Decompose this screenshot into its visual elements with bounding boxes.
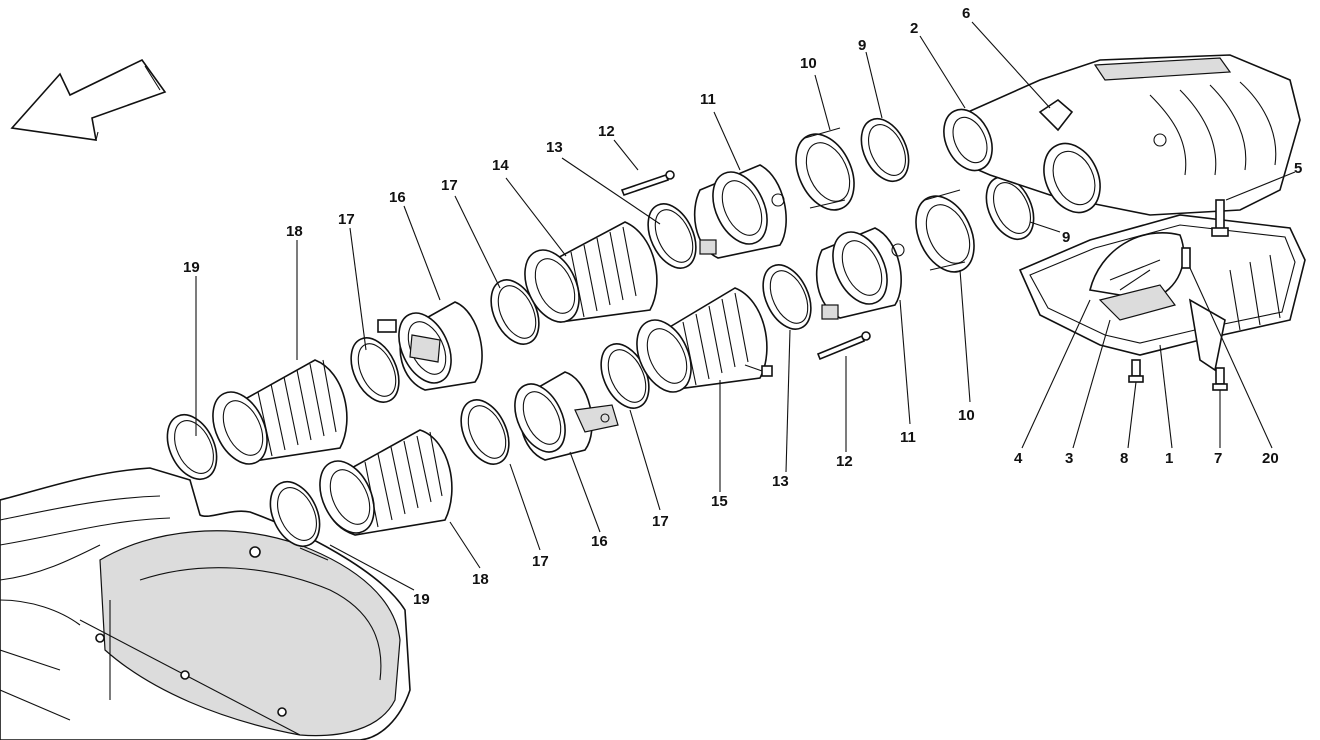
callout-9-lower: 9 <box>1062 229 1070 246</box>
stud-5 <box>1211 199 1229 237</box>
bellows-18-lower <box>319 429 453 536</box>
callout-18-lower: 18 <box>472 571 489 588</box>
screw-7 <box>1212 367 1228 391</box>
clamp-17-lower-left <box>460 399 510 465</box>
callout-4: 4 <box>1014 450 1023 467</box>
callout-10-upper: 10 <box>800 55 817 72</box>
adapter-10-lower <box>915 189 975 273</box>
callout-20: 20 <box>1262 450 1279 467</box>
callout-9-upper: 9 <box>858 37 866 54</box>
callout-6: 6 <box>962 5 970 22</box>
clamp-19-upper <box>166 414 218 480</box>
bolt-12-upper <box>620 170 675 197</box>
bellows-15 <box>636 287 773 393</box>
clamp-19-lower <box>269 481 321 547</box>
bolt-12-lower <box>816 331 871 361</box>
clamp-9-upper <box>860 118 910 182</box>
callout-2: 2 <box>910 20 918 37</box>
clamp-13-lower <box>762 264 812 330</box>
clamp-13-upper <box>647 203 697 269</box>
bellows-18-upper <box>212 359 348 465</box>
callout-18-upper: 18 <box>286 223 303 240</box>
callout-12-upper: 12 <box>598 123 615 140</box>
sensor-20 <box>1181 247 1191 269</box>
callout-8: 8 <box>1120 450 1128 467</box>
air-flow-meter-16-lower <box>514 371 619 461</box>
callout-19-lower: 19 <box>413 591 430 608</box>
callout-7: 7 <box>1214 450 1222 467</box>
plenum-assembly <box>1018 214 1306 372</box>
callout-16-lower: 16 <box>591 533 608 550</box>
air-box <box>0 467 411 740</box>
adapter-10-upper <box>795 127 855 211</box>
callout-13-lower: 13 <box>772 473 789 490</box>
screw-8 <box>1128 359 1144 383</box>
callout-19-upper: 19 <box>183 259 200 276</box>
callout-12-lower: 12 <box>836 453 853 470</box>
callout-11-lower: 11 <box>900 429 916 446</box>
callout-3: 3 <box>1065 450 1073 467</box>
callouts: 19 18 17 16 17 14 13 12 11 10 9 2 6 5 9 … <box>183 5 1302 608</box>
callout-16-upper: 16 <box>389 189 406 206</box>
callout-17-upper-left: 17 <box>338 211 355 228</box>
callout-14: 14 <box>492 157 509 174</box>
callout-15: 15 <box>711 493 728 510</box>
arrow-left-down-icon <box>10 58 167 141</box>
callout-5: 5 <box>1294 160 1302 177</box>
leader-lines <box>195 21 1296 591</box>
callout-17-lower-right: 17 <box>652 513 669 530</box>
clamp-17-upper-left <box>350 337 400 403</box>
callout-10-lower: 10 <box>958 407 975 424</box>
callout-17-lower-left: 17 <box>532 553 549 570</box>
throttle-body-11-upper <box>693 164 787 259</box>
throttle-body-11-lower <box>815 227 905 320</box>
callout-13-upper: 13 <box>546 139 563 156</box>
air-flow-meter-16-upper <box>377 301 483 391</box>
clamp-9-lower <box>985 176 1035 240</box>
callout-1: 1 <box>1165 450 1173 467</box>
callout-17-upper-right: 17 <box>441 177 458 194</box>
bellows-14 <box>524 221 658 323</box>
callout-11-upper: 11 <box>700 91 716 108</box>
